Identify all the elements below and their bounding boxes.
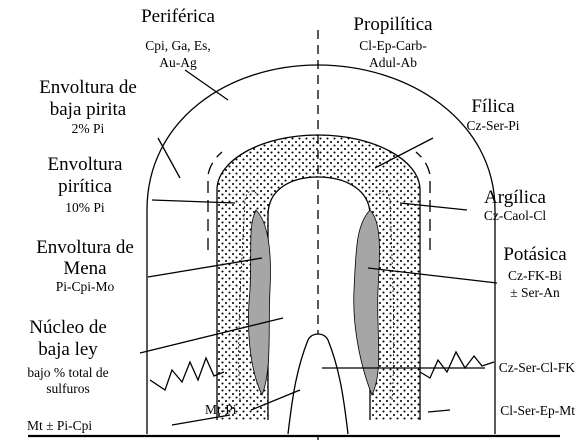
svg-text:Fílica: Fílica [471,96,515,117]
label-propilitica: Propilítica Cl-Ep-Carb- Adul-Ab [353,14,433,70]
svg-text:baja pirita: baja pirita [50,99,127,120]
low-grade-core [288,334,348,434]
fracture-right [420,352,494,378]
svg-text:Mena: Mena [63,258,107,279]
svg-text:2% Pi: 2% Pi [72,121,105,136]
svg-text:Potásica: Potásica [503,244,567,265]
label-envoltura-piritica: Envoltura pirítica 10% Pi [48,154,123,215]
svg-text:Pi-Cpi-Mo: Pi-Cpi-Mo [56,279,115,294]
svg-text:Argílica: Argílica [484,187,546,208]
leader-periferica [185,70,228,100]
svg-text:bajo % total de: bajo % total de [27,365,108,380]
label-potasica: Potásica Cz-FK-Bi ± Ser-An [503,244,567,300]
label-periferica: Periférica Cpi, Ga, Es, Au-Ag [141,6,215,70]
ore-shell-right [354,210,380,395]
svg-text:Cz-Caol-Cl: Cz-Caol-Cl [484,208,546,223]
svg-text:baja ley: baja ley [38,339,98,360]
svg-text:Au-Ag: Au-Ag [159,55,197,70]
svg-text:Cz-Ser-Pi: Cz-Ser-Pi [467,118,520,133]
svg-text:Periférica: Periférica [141,6,215,27]
svg-text:10% Pi: 10% Pi [65,200,105,215]
svg-text:Adul-Ab: Adul-Ab [369,55,417,70]
fracture-left [150,358,224,390]
svg-text:Cl-Ep-Carb-: Cl-Ep-Carb- [359,38,427,53]
label-mt-pi-cpi: Mt ± Pi-Cpi [27,418,92,433]
svg-text:Cpi, Ga, Es,: Cpi, Ga, Es, [145,38,211,53]
svg-text:Núcleo de: Núcleo de [29,317,107,338]
svg-text:± Ser-An: ± Ser-An [510,285,560,300]
leader-cl-ser-ep-mt [428,410,450,412]
label-cl-ser-ep-mt: Cl-Ser-Ep-Mt [500,403,575,418]
svg-text:Envoltura: Envoltura [48,154,123,175]
label-envoltura-mena: Envoltura de Mena Pi-Cpi-Mo [36,237,134,294]
label-nucleo-baja-ley: Núcleo de baja ley bajo % total de sulfu… [27,317,108,396]
label-envoltura-baja-pirita: Envoltura de baja pirita 2% Pi [39,77,137,136]
svg-text:Propilítica: Propilítica [353,14,433,35]
svg-text:Cz-FK-Bi: Cz-FK-Bi [508,268,562,283]
svg-text:Envoltura de: Envoltura de [36,237,134,258]
svg-text:sulfuros: sulfuros [46,381,90,396]
leader-envoltura-baja-pirita [158,138,180,178]
svg-text:pirítica: pirítica [58,176,112,197]
label-mt-pi: Mt-Pi [205,402,237,417]
label-argilica: Argílica Cz-Caol-Cl [484,187,547,223]
label-filica: Fílica Cz-Ser-Pi [467,96,520,133]
label-cz-ser-cl-fk: Cz-Ser-Cl-FK [499,360,575,375]
svg-text:Envoltura de: Envoltura de [39,77,137,98]
